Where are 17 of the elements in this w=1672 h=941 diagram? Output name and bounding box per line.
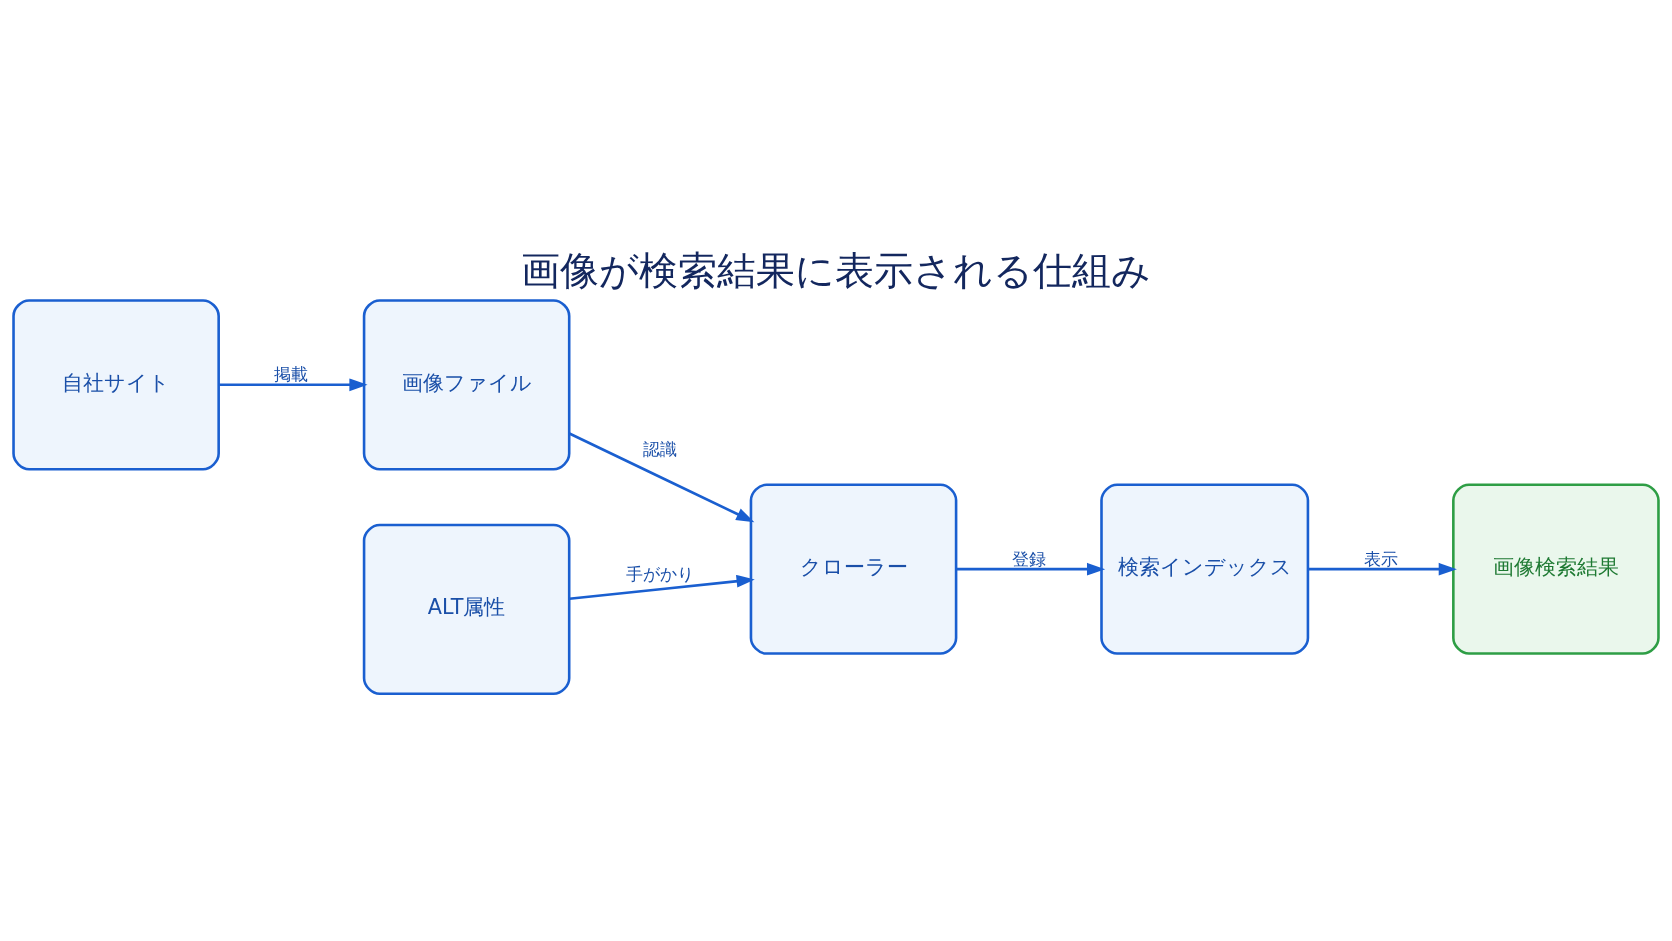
- arrow: [569, 574, 755, 601]
- node-box: 検索インデックス: [1100, 483, 1310, 655]
- node-box: ALT属性: [362, 523, 571, 696]
- node-box: 画像ファイル: [362, 299, 571, 471]
- edge-label: 手がかり: [626, 564, 695, 585]
- node-box: クローラー: [749, 483, 958, 655]
- edge-label: 登録: [1011, 548, 1046, 569]
- edge-label: 認識: [643, 439, 678, 460]
- node-box: 自社サイト: [12, 299, 220, 471]
- arrow: [218, 378, 368, 392]
- edge-label: 掲載: [274, 364, 309, 385]
- arrow: [568, 432, 755, 523]
- node-box: 画像検索結果: [1452, 483, 1660, 655]
- edge-label: 表示: [1363, 548, 1398, 569]
- arrow: [956, 562, 1106, 576]
- diagram-title: 画像が検索結果に表示される仕組み: [521, 247, 1151, 293]
- arrow: [1308, 562, 1457, 576]
